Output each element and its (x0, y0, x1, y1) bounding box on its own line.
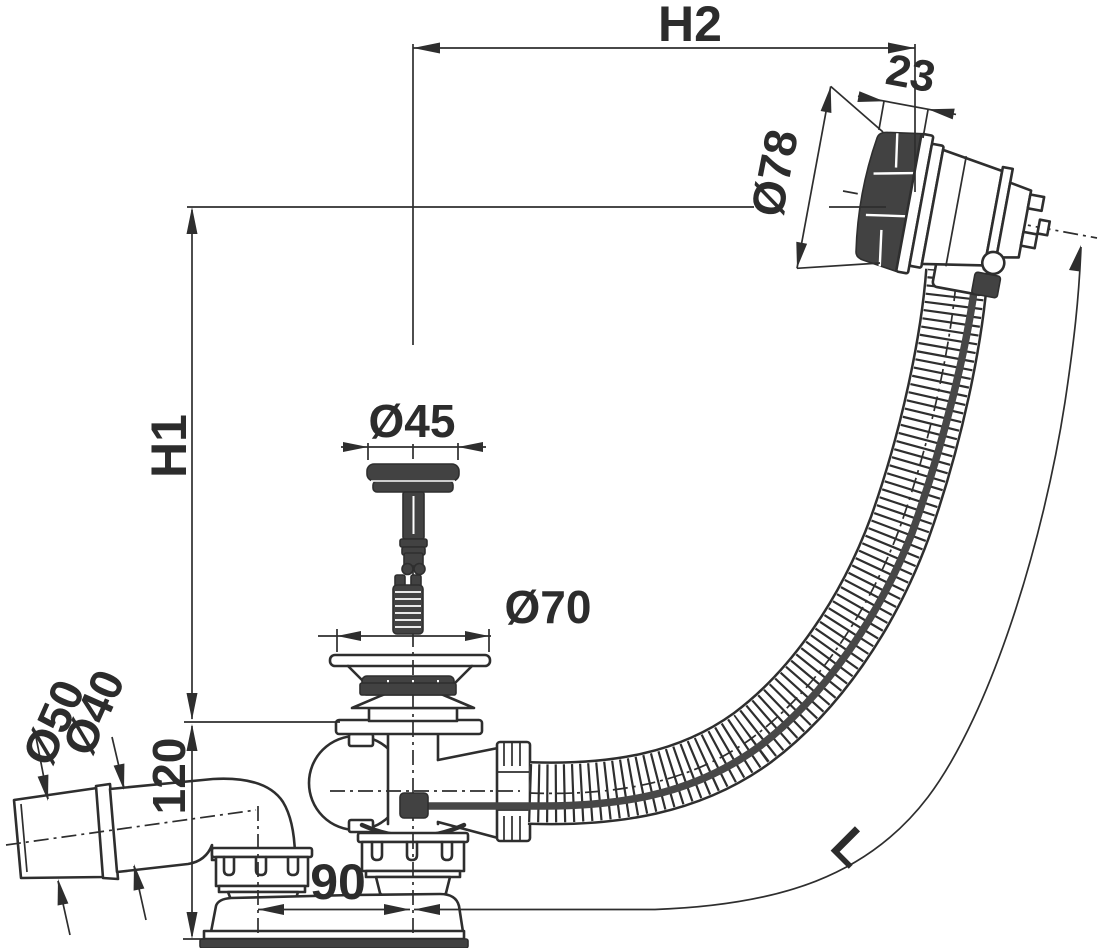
dim-h1: H1 (141, 206, 886, 720)
cable-guide-roller (980, 250, 1006, 276)
dim-23: 23 (857, 45, 957, 139)
cable-end-block (399, 792, 429, 819)
drain-body (202, 692, 500, 941)
dim-l-label: L (820, 816, 881, 877)
waste-stopper (366, 463, 460, 635)
cable-anchor (971, 271, 1002, 299)
overflow-cap (855, 131, 923, 273)
centerlines (5, 190, 1098, 938)
corrugated-hose (527, 268, 989, 826)
drain-flange (328, 653, 492, 686)
dim-d40-label: Ø40 (52, 662, 135, 763)
dim-90-label: 90 (310, 854, 366, 910)
dim-d70: Ø70 (318, 581, 591, 652)
dim-d45: Ø45 (341, 395, 486, 460)
dim-d70-label: Ø70 (505, 581, 592, 633)
threaded-insert (392, 574, 424, 635)
base-washer (202, 929, 466, 941)
base-plate (199, 938, 469, 948)
overflow-head (855, 131, 1052, 299)
outlet-elbow (12, 777, 297, 881)
dim-90: 90 (258, 854, 410, 915)
base-bell (209, 892, 465, 934)
dim-120-label: 120 (143, 738, 195, 815)
flange-gasket (359, 682, 457, 696)
dim-h1-label: H1 (141, 414, 197, 478)
stopper-cap (366, 463, 460, 482)
dim-h2-label: H2 (658, 0, 722, 52)
dim-120: 120 (143, 721, 340, 940)
dim-23-label: 23 (882, 45, 939, 102)
control-cable (399, 275, 980, 819)
dim-d78-label: Ø78 (740, 125, 808, 220)
strainer-grate (359, 675, 457, 696)
dim-d45-label: Ø45 (369, 395, 456, 447)
dim-h2: H2 (412, 0, 916, 345)
